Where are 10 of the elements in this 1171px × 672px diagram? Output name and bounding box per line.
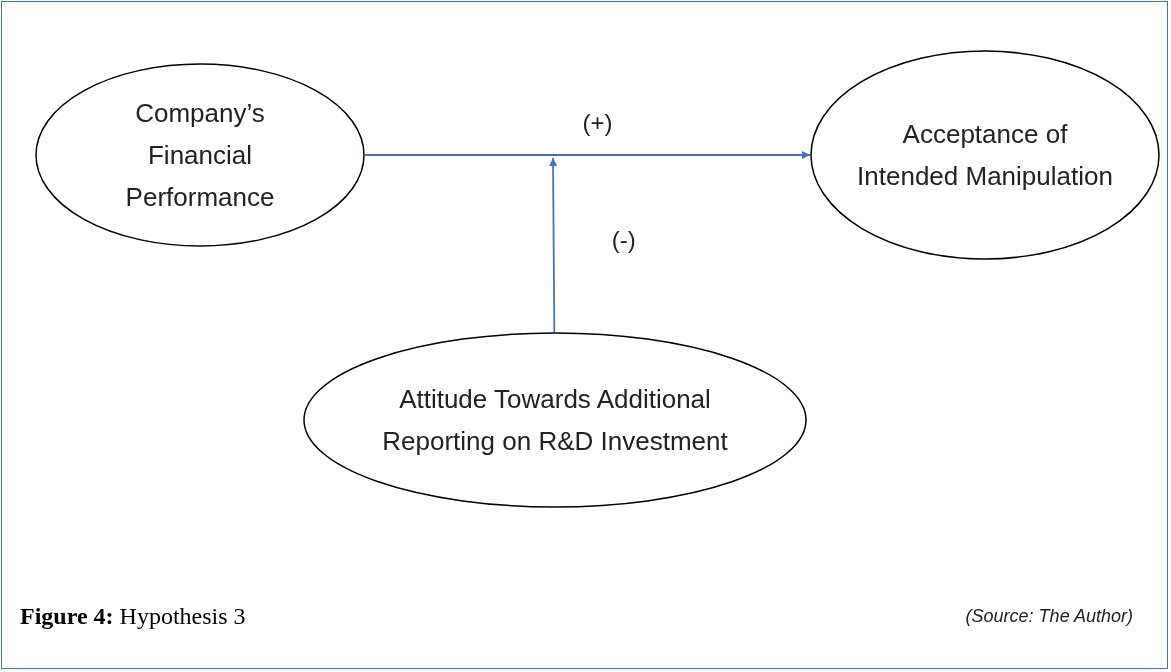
arrow <box>364 151 811 159</box>
ellipse-node <box>35 63 365 247</box>
source-note: (Source: The Author) <box>965 606 1133 627</box>
node-label: Attitude Towards Additional Reporting on R&D Investment <box>381 383 729 458</box>
ellipse-node <box>810 50 1160 260</box>
arrow <box>549 157 558 333</box>
figure-caption: Figure 4: Hypothesis 3 <box>20 603 246 630</box>
node-label: Acceptance of Intended Manipulation <box>856 118 1114 193</box>
ellipse-node <box>303 332 807 508</box>
node-label: Company’s Financial Performance <box>124 97 276 214</box>
